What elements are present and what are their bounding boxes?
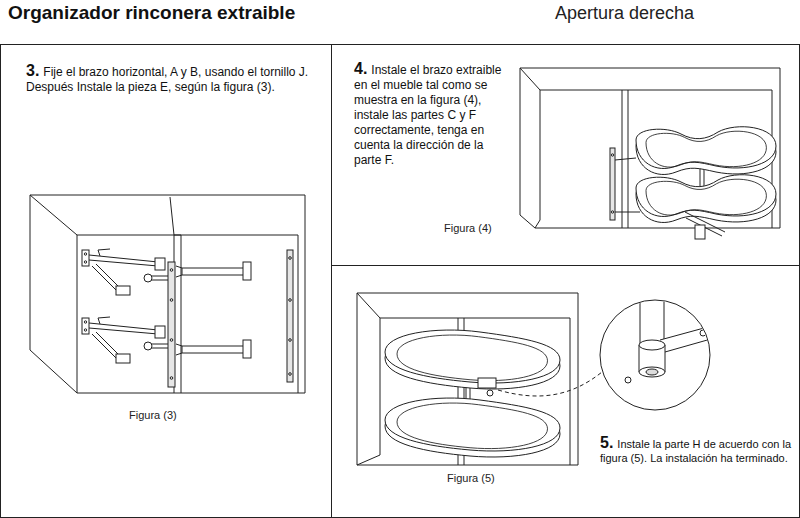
figure-4-drawing <box>520 68 780 239</box>
figure-caption: Figura (3) <box>129 409 177 421</box>
step-number: 4. <box>354 60 367 77</box>
figure-3-drawing <box>30 195 305 393</box>
page-title: Organizador rinconera extraible <box>8 2 295 24</box>
step-instruction: 3.Fije el brazo horizontal, A y B, usand… <box>26 63 311 95</box>
step-panel: 5.Instale la parte H de acuerdo con la f… <box>331 265 800 518</box>
step-instruction: 5.Instale la parte H de acuerdo con la f… <box>600 436 792 466</box>
step-text: Instale la parte H de acuerdo con la fig… <box>600 438 791 464</box>
step-number: 3. <box>26 62 39 79</box>
step-panel: 3.Fije el brazo horizontal, A y B, usand… <box>0 44 332 518</box>
figure-caption: Figura (4) <box>444 222 492 234</box>
header-label: Apertura derecha <box>555 3 694 24</box>
step-instruction: 4.Instale el brazo extraible en el muebl… <box>354 61 506 168</box>
figure-caption: Figura (5) <box>447 472 495 484</box>
step-panel: 4.Instale el brazo extraible en el muebl… <box>331 44 800 266</box>
step-number: 5. <box>600 434 613 451</box>
step-text: Fije el brazo horizontal, A y B, usando … <box>26 65 308 94</box>
step-text: Instale el brazo extraible en el mueble … <box>354 63 501 167</box>
